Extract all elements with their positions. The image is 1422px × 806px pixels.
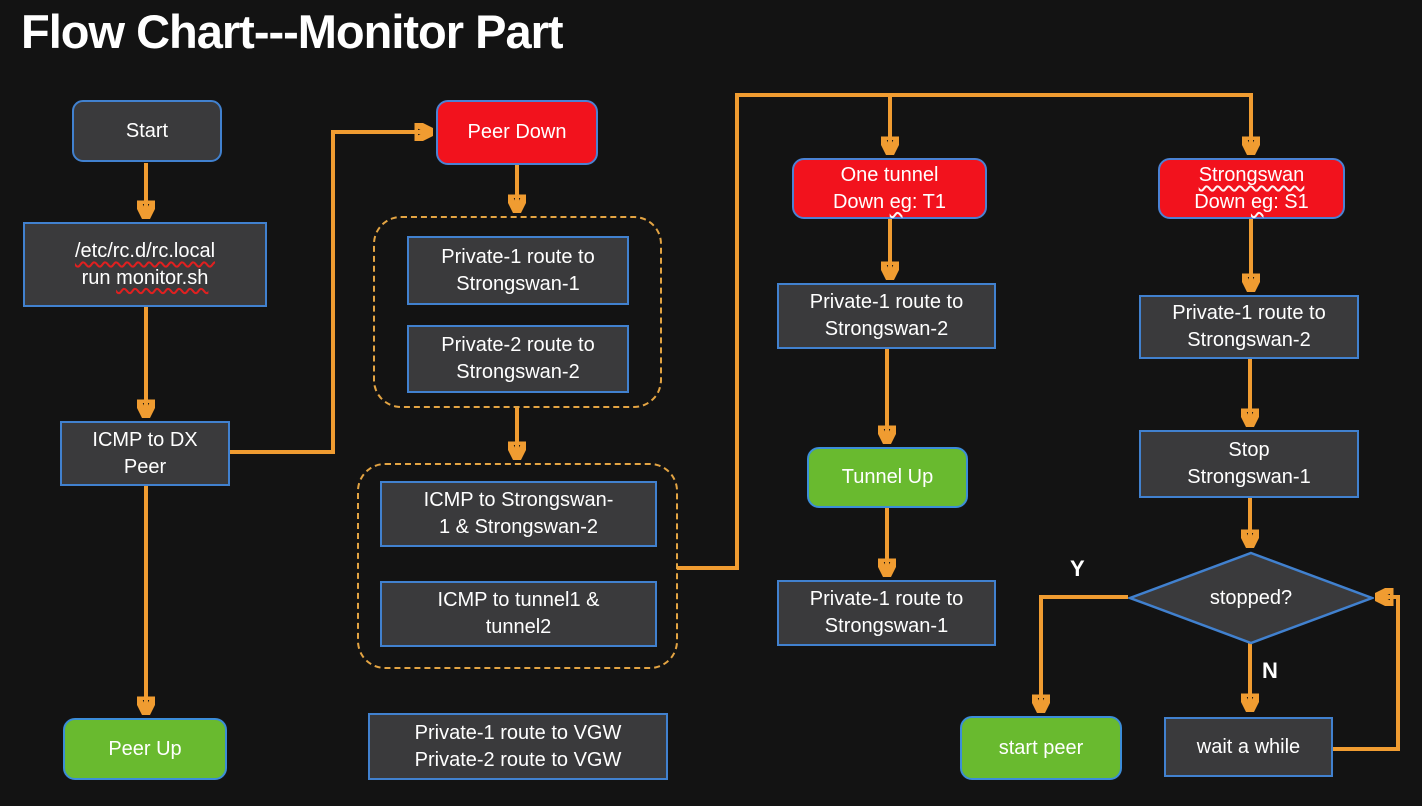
edge-stopped-yes-to-startpeer — [1041, 595, 1128, 710]
stopped-decision-node: stopped? — [1128, 551, 1374, 645]
icmp-tunnel-line2: tunnel2 — [485, 616, 552, 638]
private2-sw2-line1: Private-2 route to — [441, 334, 595, 357]
mid-p1sw1-line1: Private-1 route to — [809, 588, 964, 611]
right-private1-route-strongswan2-node: Private-1 route to Strongswan-2 — [1139, 295, 1359, 359]
one-tunnel-down-node: One tunnel Down eg: T1 — [792, 158, 987, 219]
stopped-label: stopped? — [1209, 586, 1293, 609]
one-tunnel-suffix: : T1 — [911, 190, 947, 213]
edge-icmpdx-to-peerdown — [230, 132, 430, 454]
peer-down-node: Peer Down — [436, 100, 598, 165]
icmp-dx-peer-node: ICMP to DX Peer — [60, 421, 230, 486]
vgw-routes-node: Private-1 route to VGW Private-2 route t… — [368, 713, 668, 780]
yes-edge-label: Y — [1070, 556, 1085, 581]
route-group-container — [373, 216, 662, 408]
one-tunnel-line1: One tunnel — [840, 163, 939, 186]
rc-local-line1: /etc/rc.d/rc.local — [74, 239, 216, 262]
start-label: Start — [125, 119, 169, 142]
start-peer-node: start peer — [960, 716, 1122, 780]
mid-p1sw2-line2: Strongswan-2 — [824, 318, 949, 340]
tunnel-up-node: Tunnel Up — [807, 447, 968, 508]
rc-local-script-word: monitor.sh — [116, 266, 209, 289]
stop-strongswan-line2: Strongswan-1 — [1187, 466, 1311, 488]
icmp-dx-line2: Peer — [123, 455, 167, 478]
strongswan-eg-word: eg — [1250, 190, 1274, 213]
start-peer-label: start peer — [998, 736, 1084, 759]
private1-sw1-line1: Private-1 route to — [441, 245, 595, 268]
private1-sw1-line2: Strongswan-1 — [456, 272, 580, 295]
stop-strongswan-line1: Stop — [1228, 439, 1270, 462]
diamond-shape — [1128, 551, 1374, 645]
mid-p1sw2-line1: Private-1 route to — [809, 291, 964, 314]
mid-p1sw1-line2: Strongswan-1 — [824, 615, 949, 637]
wait-a-while-label: wait a while — [1196, 735, 1301, 758]
rc-local-line2: run monitor.sh — [82, 265, 209, 292]
page-title: Flow Chart---Monitor Part — [21, 5, 564, 58]
strongswan-down-line2: Down eg: S1 — [1194, 189, 1309, 216]
stop-strongswan-node: Stop Strongswan-1 — [1139, 430, 1359, 498]
edge-icmpchecks-to-strongswandown — [677, 93, 1251, 570]
icmp-strongswan-node: ICMP to Strongswan- 1 & Strongswan-2 — [380, 481, 657, 547]
icmp-tunnel-line1: ICMP to tunnel1 & — [437, 589, 600, 612]
edge-wait-loop-to-stopped — [1333, 597, 1400, 751]
mid-private1-route-strongswan1-node: Private-1 route to Strongswan-1 — [777, 580, 996, 646]
icmp-tunnel-node: ICMP to tunnel1 & tunnel2 — [380, 581, 657, 647]
start-node: Start — [72, 100, 222, 162]
strongswan-down-line1: Strongswan — [1198, 163, 1305, 186]
rc-local-run-word: run — [81, 266, 111, 289]
strongswan-down-word: Down — [1194, 190, 1246, 213]
one-tunnel-eg-word: eg — [889, 190, 912, 213]
strongswan-suffix: : S1 — [1273, 190, 1309, 213]
icmp-strongswan-line1: ICMP to Strongswan- — [423, 489, 614, 512]
tunnel-up-label: Tunnel Up — [841, 466, 934, 489]
wait-a-while-node: wait a while — [1164, 717, 1333, 777]
private1-route-strongswan1-node: Private-1 route to Strongswan-1 — [407, 236, 629, 305]
right-p1sw2-line2: Strongswan-2 — [1187, 329, 1311, 351]
icmp-strongswan-line2: 1 & Strongswan-2 — [439, 516, 598, 538]
vgw-line1: Private-1 route to VGW — [414, 721, 622, 744]
right-p1sw2-line1: Private-1 route to — [1172, 302, 1326, 325]
strongswan-down-node: Strongswan Down eg: S1 — [1158, 158, 1345, 219]
private2-route-strongswan2-node: Private-2 route to Strongswan-2 — [407, 325, 629, 393]
icmp-check-group-container — [357, 463, 678, 669]
private2-sw2-line2: Strongswan-2 — [456, 361, 580, 383]
no-edge-label: N — [1262, 658, 1278, 683]
peer-up-label: Peer Up — [108, 737, 182, 760]
peer-up-node: Peer Up — [63, 718, 227, 780]
peer-down-label: Peer Down — [467, 121, 567, 144]
mid-private1-route-strongswan2-node: Private-1 route to Strongswan-2 — [777, 283, 996, 349]
one-tunnel-down-word: Down — [832, 190, 885, 213]
vgw-line2: Private-2 route to VGW — [414, 748, 622, 771]
one-tunnel-line2: Down eg: T1 — [833, 189, 946, 216]
rc-local-node: /etc/rc.d/rc.local run monitor.sh — [23, 222, 267, 307]
icmp-dx-line1: ICMP to DX — [92, 428, 198, 451]
